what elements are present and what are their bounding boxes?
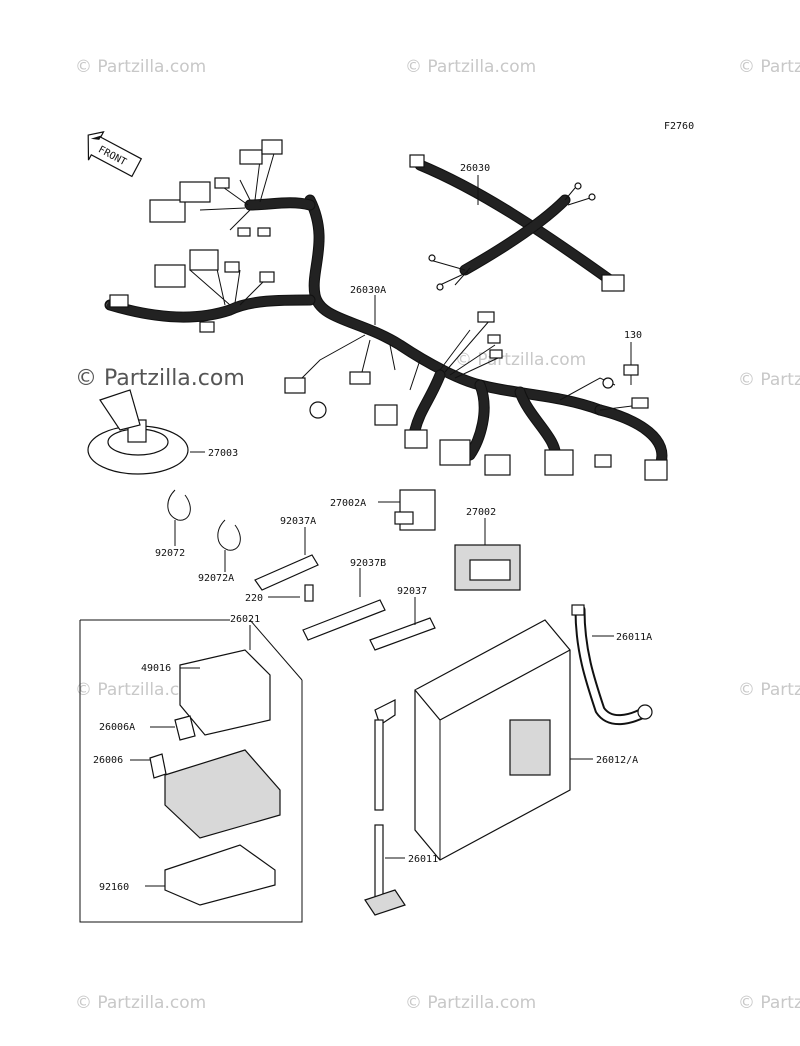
relay-27002	[454, 544, 521, 591]
callout-92072A: 92072A	[198, 573, 234, 584]
horn-27003	[87, 389, 189, 475]
watermark: © Partzilla.com	[738, 993, 800, 1013]
callout-labels: 26030 26030A 130 27003 27002A 27002 9203…	[93, 163, 652, 893]
watermark-main: © Partzilla.com	[75, 366, 245, 391]
watermark: © Partzilla.com	[738, 370, 800, 390]
callout-27003: 27003	[208, 448, 238, 459]
callout-26030: 26030	[460, 163, 490, 174]
callout-26006: 26006	[93, 755, 123, 766]
callout-92037: 92037	[397, 586, 427, 597]
callout-92160: 92160	[99, 882, 129, 893]
straps	[254, 554, 436, 651]
watermark: © Partzilla.com	[455, 350, 586, 370]
screw-220	[304, 584, 314, 602]
figure-code: F2760	[664, 121, 694, 132]
callout-92037B: 92037B	[350, 558, 386, 569]
callout-26011: 26011	[408, 854, 438, 865]
bolt-130	[623, 364, 639, 385]
callout-92037A: 92037A	[280, 516, 316, 527]
sub-harness-26030	[409, 154, 625, 292]
bands	[167, 489, 241, 551]
fuse-box-group	[79, 619, 303, 923]
callout-26030A: 26030A	[350, 285, 386, 296]
watermarks: © Partzilla.com © Partzilla.com © Partzi…	[75, 57, 800, 1013]
relay-27002A	[394, 489, 436, 531]
watermark: © Partzilla.com	[405, 993, 536, 1013]
watermark: © Partzilla.com	[75, 680, 206, 700]
callout-130: 130	[624, 330, 642, 341]
watermark: © Partzilla.com	[738, 57, 800, 77]
callout-92072: 92072	[155, 548, 185, 559]
callout-26006A: 26006A	[99, 722, 135, 733]
leader-lines	[130, 175, 632, 887]
cable-26011	[364, 699, 406, 916]
callout-26011A: 26011A	[616, 632, 652, 643]
callout-27002A: 27002A	[330, 498, 366, 509]
battery-26012A	[414, 619, 571, 861]
watermark: © Partzilla.com	[738, 680, 800, 700]
callout-220: 220	[245, 593, 263, 604]
callout-27002: 27002	[466, 507, 496, 518]
watermark: © Partzilla.com	[405, 57, 536, 77]
callout-26021: 26021	[230, 614, 260, 625]
main-harness-26030A	[104, 139, 668, 481]
callout-26012A: 26012/A	[596, 755, 638, 766]
cable-26011A	[571, 604, 653, 726]
watermark: © Partzilla.com	[75, 993, 206, 1013]
callout-49016: 49016	[141, 663, 171, 674]
front-arrow-icon: FRONT	[87, 131, 143, 178]
watermark: © Partzilla.com	[75, 57, 206, 77]
